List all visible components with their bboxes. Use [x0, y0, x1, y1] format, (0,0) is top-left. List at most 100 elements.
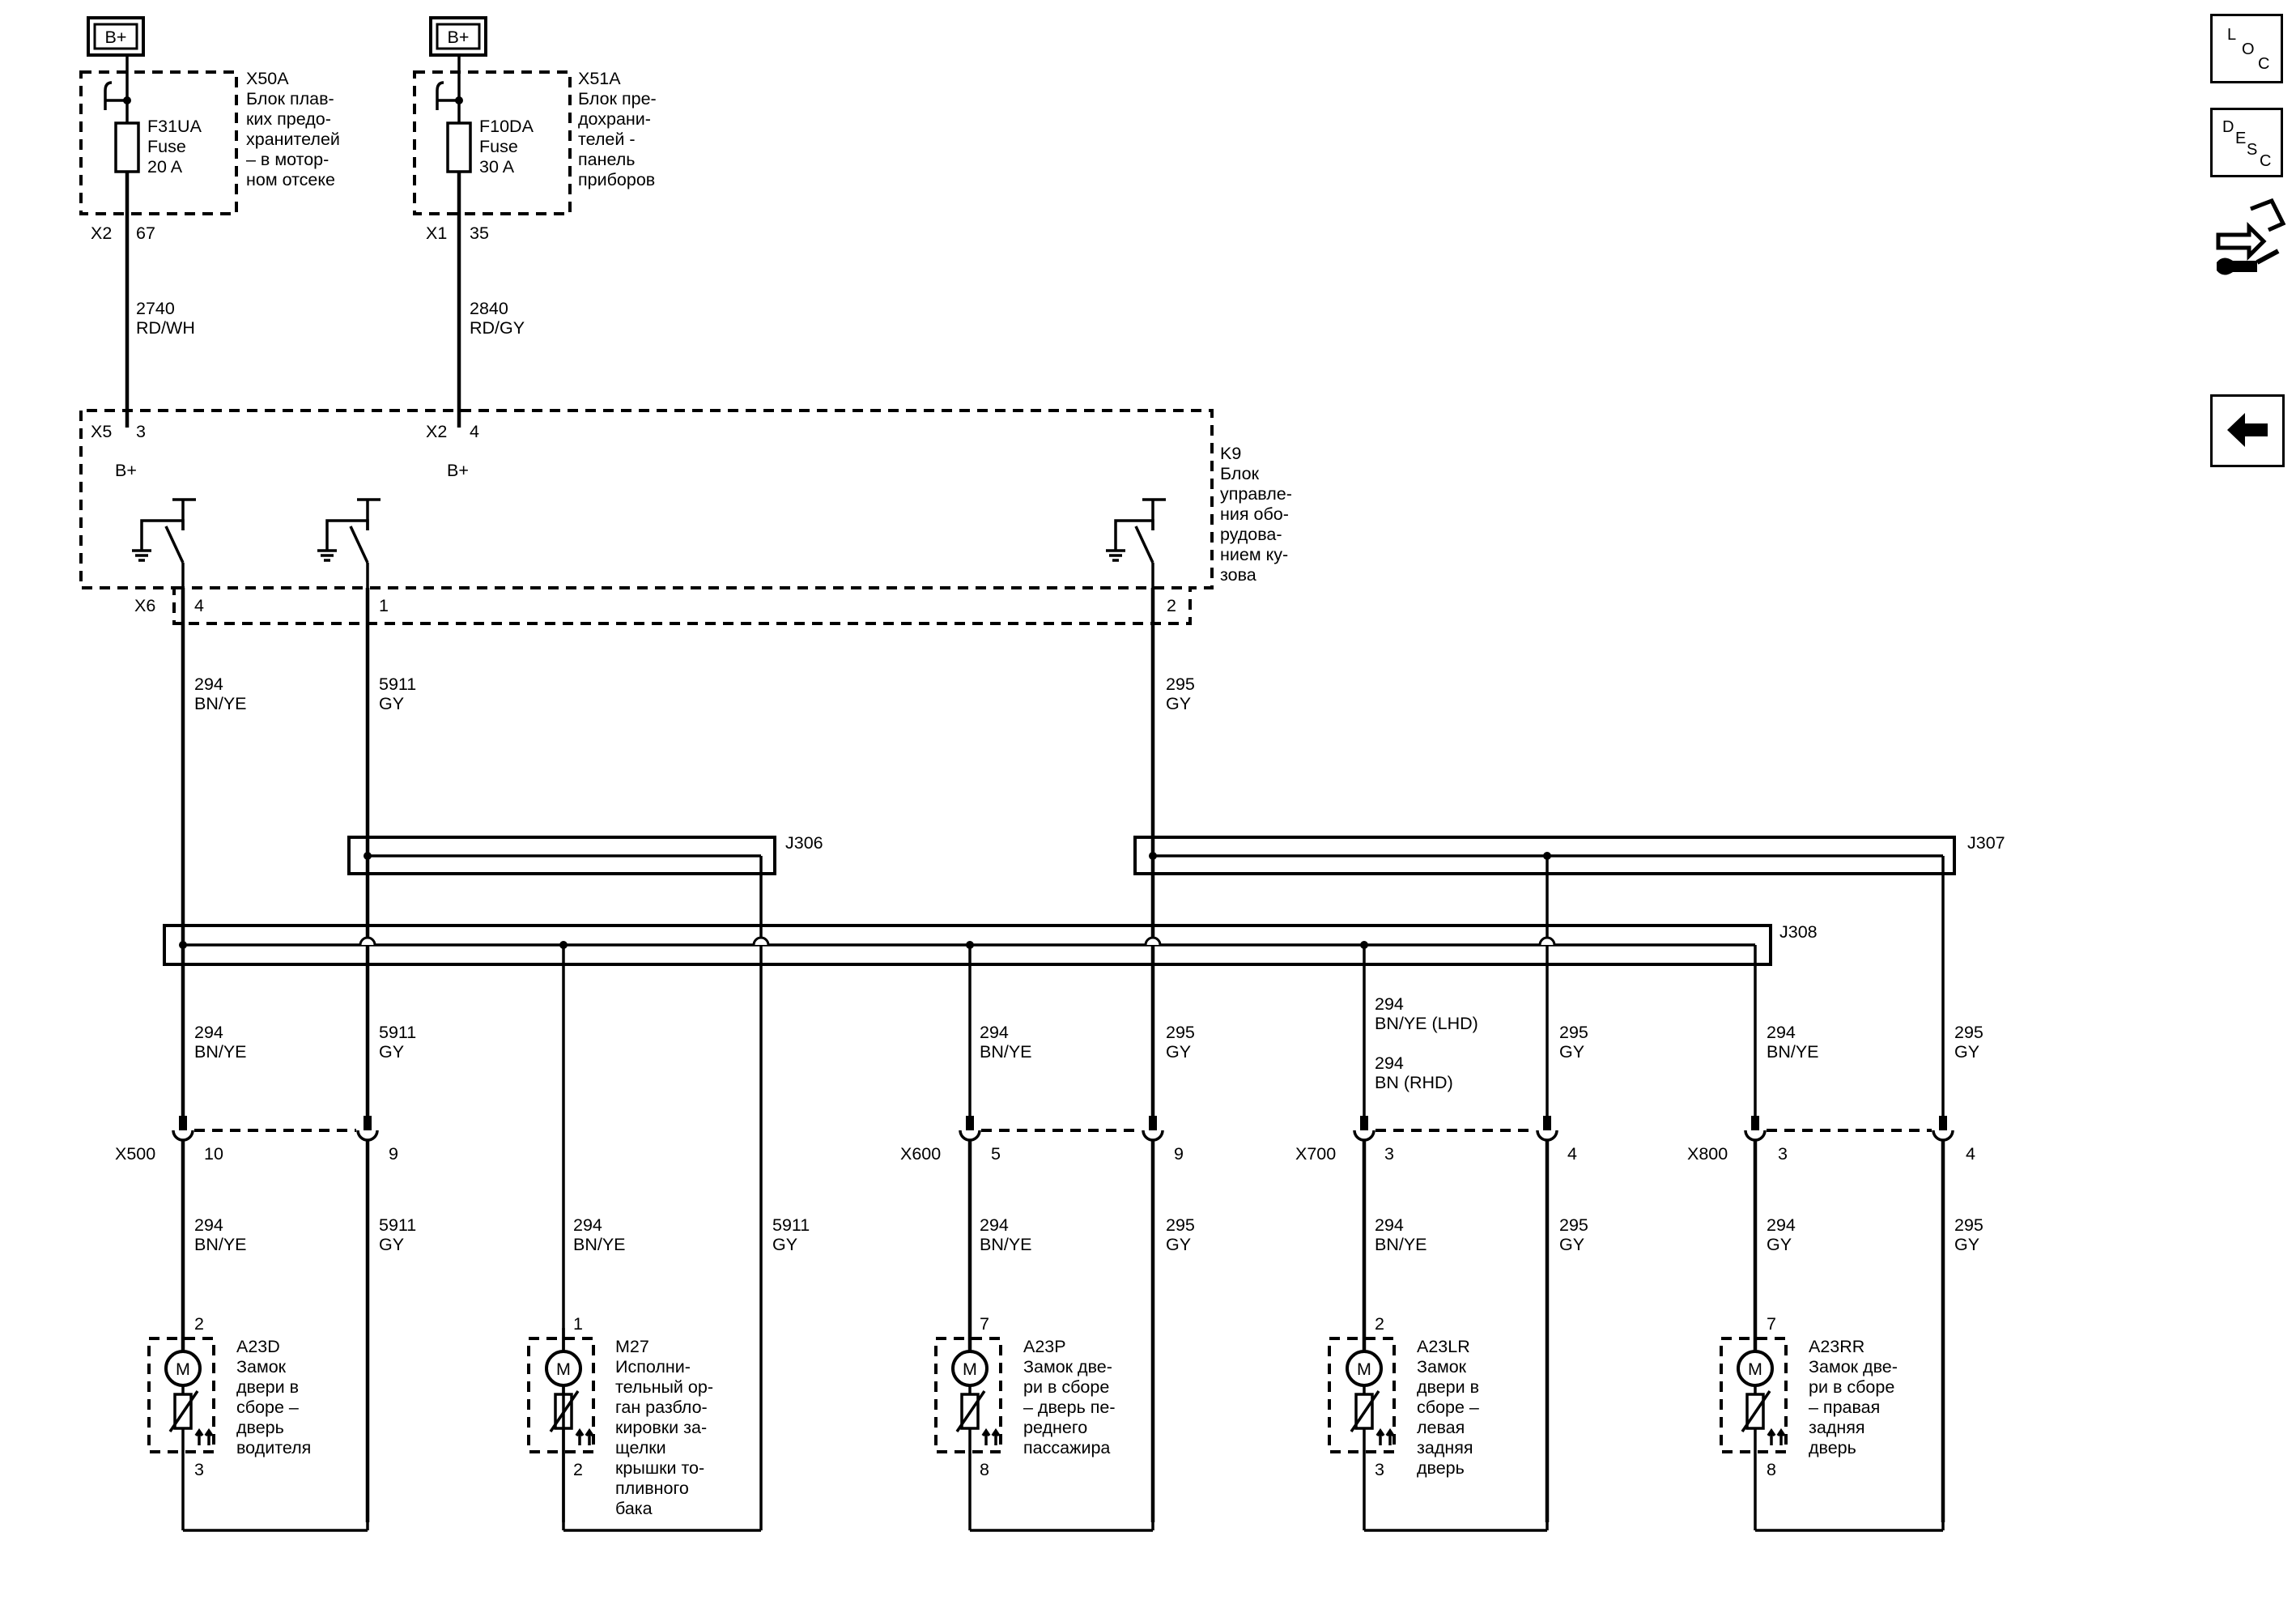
- label-low-labels-b1: 5911: [379, 1215, 416, 1235]
- label-supply-fuse1-circuit: 2740: [136, 299, 175, 318]
- connector-tool-button[interactable]: [2209, 194, 2290, 283]
- label-connectors-x800-name: X800: [1687, 1144, 1728, 1164]
- label-supply-fuse1-block-desc-4: ном отсеке: [246, 170, 335, 189]
- label-connectors-x700-p2: 4: [1567, 1144, 1577, 1164]
- splice-pack-j306: [347, 836, 776, 875]
- label-bcm-desc-1: управле-: [1220, 484, 1292, 504]
- label-low-labels-f2: GY: [1559, 1235, 1584, 1254]
- label-actuators-a23lr-id: A23LR: [1417, 1337, 1470, 1356]
- label-actuators-m27-pin-top: 1: [573, 1314, 583, 1334]
- connector-x500: [172, 1116, 379, 1522]
- label-actuators-a23p-desc-1: ри в сборе: [1023, 1377, 1109, 1397]
- splice-pack-j307: [1133, 836, 1956, 875]
- label-motor-symbol: M: [556, 1360, 571, 1379]
- connector-x700: [1353, 1116, 1558, 1522]
- label-motor-symbol: M: [1748, 1360, 1762, 1379]
- label-bcm-in-pin2: 4: [470, 422, 479, 441]
- label-actuators-a23d-desc-3: дверь: [236, 1418, 284, 1437]
- label-bcm-desc-3: рудова-: [1220, 525, 1282, 544]
- label-low-labels-d2: GY: [1166, 1235, 1191, 1254]
- label-actuators-a23rr-desc-2: – правая: [1809, 1398, 1880, 1417]
- label-low-labels-f1: 295: [1559, 1215, 1588, 1235]
- label-actuators-m27-pin-bot: 2: [573, 1460, 583, 1479]
- fuse-f10da-symbol: [446, 121, 472, 173]
- label-bcm-in-conn2: X2: [426, 422, 447, 441]
- label-bcm-out-pin1: 4: [194, 596, 204, 615]
- label-actuators-a23rr-pin-bot: 8: [1767, 1460, 1776, 1479]
- label-bcm-out-conn: X6: [134, 596, 155, 615]
- label-supply-fuse1-block-desc-2: хранителей: [246, 130, 340, 149]
- label-actuators-a23p-pin-top: 7: [980, 1314, 989, 1334]
- label-mid-labels-h2: GY: [1954, 1042, 1979, 1062]
- label-low-labels-a2: BN/YE: [194, 1235, 247, 1254]
- label-supply-fuse1-connector: X2: [91, 223, 112, 243]
- label-connectors-x600-p1: 5: [991, 1144, 1001, 1164]
- back-button[interactable]: [2210, 394, 2285, 467]
- label-supply-fuse2-block-desc-1: дохрани-: [578, 109, 651, 129]
- label-low-labels-c1: 294: [980, 1215, 1009, 1235]
- label-low-labels-n2: GY: [772, 1235, 797, 1254]
- label-supply-fuse1-block-desc-0: Блок плав-: [246, 89, 334, 109]
- label-splices-j307: J307: [1967, 833, 2005, 853]
- label-supply-fuse1-block-desc-1: ких предо-: [246, 109, 331, 129]
- label-low-labels-e1: 294: [1375, 1215, 1404, 1235]
- label-low-labels-g1: 294: [1767, 1215, 1796, 1235]
- label-actuators-a23p-desc-3: реднего: [1023, 1418, 1087, 1437]
- label-actuators-a23rr-id: A23RR: [1809, 1337, 1864, 1356]
- label-low-labels-g2: GY: [1767, 1235, 1792, 1254]
- label-actuators-a23p-id: A23P: [1023, 1337, 1066, 1356]
- label-upper-wires-w3-circuit: 295: [1166, 674, 1195, 694]
- label-mid-labels-g2: BN/YE: [1767, 1042, 1819, 1062]
- label-connectors-x800-p1: 3: [1778, 1144, 1788, 1164]
- label-mid-labels-d1: 295: [1166, 1023, 1195, 1042]
- label-mid-labels-c1: 294: [980, 1023, 1009, 1042]
- label-motor-symbol: M: [1357, 1360, 1371, 1379]
- label-actuators-a23rr-desc-4: дверь: [1809, 1438, 1856, 1457]
- relay-switch-2: [317, 498, 381, 588]
- label-mid-labels-c2: BN/YE: [980, 1042, 1032, 1062]
- label-mid-labels-a1: 294: [194, 1023, 223, 1042]
- label-supply-fuse2-fuse-id: F10DA: [479, 117, 534, 136]
- relay-switch-3: [1106, 498, 1166, 588]
- desc-button[interactable]: D E S C: [2210, 108, 2283, 177]
- label-mid-labels-b2: GY: [379, 1042, 404, 1062]
- label-actuators-a23d-desc-4: водителя: [236, 1438, 311, 1457]
- label-actuators-a23d-pin-bot: 3: [194, 1460, 204, 1479]
- label-actuators-a23lr-desc-4: задняя: [1417, 1438, 1473, 1457]
- label-supply-fuse2-circuit: 2840: [470, 299, 508, 318]
- label-actuators-m27-desc-5: крышки то-: [615, 1458, 704, 1478]
- label-supply-fuse2-rating: 30 A: [479, 157, 515, 177]
- label-upper-wires-w3-color: GY: [1166, 694, 1191, 713]
- label-supply-fuse2-fuse-word: Fuse: [479, 137, 518, 156]
- label-supply-fuse2-block-desc-4: приборов: [578, 170, 655, 189]
- label-supply-fuse1-block-desc-3: – в мотор-: [246, 150, 329, 169]
- label-mid-labels-f2: GY: [1559, 1042, 1584, 1062]
- label-upper-wires-w1-color: BN/YE: [194, 694, 247, 713]
- label-connectors-x800-p2: 4: [1966, 1144, 1975, 1164]
- label-actuators-a23lr-desc-2: сборе –: [1417, 1398, 1479, 1417]
- fuse-block-x50a: [79, 70, 238, 215]
- label-low-labels-d1: 295: [1166, 1215, 1195, 1235]
- actuator-a23d: M: [147, 1328, 215, 1530]
- label-supply-fuse1-pin: 67: [136, 223, 155, 243]
- label-supply-fuse2-block-desc-2: телей -: [578, 130, 636, 149]
- label-bcm-bplus1: B+: [115, 461, 137, 480]
- label-actuators-m27-desc-7: бака: [615, 1499, 653, 1518]
- label-actuators-m27-desc-1: тельный ор-: [615, 1377, 713, 1397]
- label-supply-fuse1-fuse-word: Fuse: [147, 137, 186, 156]
- label-mid-labels-e2: BN/YE (LHD): [1375, 1014, 1478, 1033]
- label-supply-fuse2-block-desc-3: панель: [578, 150, 635, 169]
- label-actuators-a23lr-desc-0: Замок: [1417, 1357, 1467, 1377]
- label-bcm-desc-5: зова: [1220, 565, 1256, 585]
- label-supply-bplus-label: B+: [448, 28, 470, 47]
- loc-button[interactable]: L O C: [2210, 14, 2283, 83]
- bplus-source-1: B+: [87, 16, 145, 57]
- loc-button-icon: L O C: [2227, 26, 2270, 73]
- label-actuators-m27-id: M27: [615, 1337, 649, 1356]
- label-splices-j308: J308: [1779, 922, 1818, 942]
- label-actuators-m27-desc-3: кировки за-: [615, 1418, 707, 1437]
- relay-switch-1: [132, 498, 196, 588]
- label-mid-labels-a2: BN/YE: [194, 1042, 247, 1062]
- label-bcm-in-pin1: 3: [136, 422, 146, 441]
- label-supply-fuse1-color: RD/WH: [136, 318, 195, 338]
